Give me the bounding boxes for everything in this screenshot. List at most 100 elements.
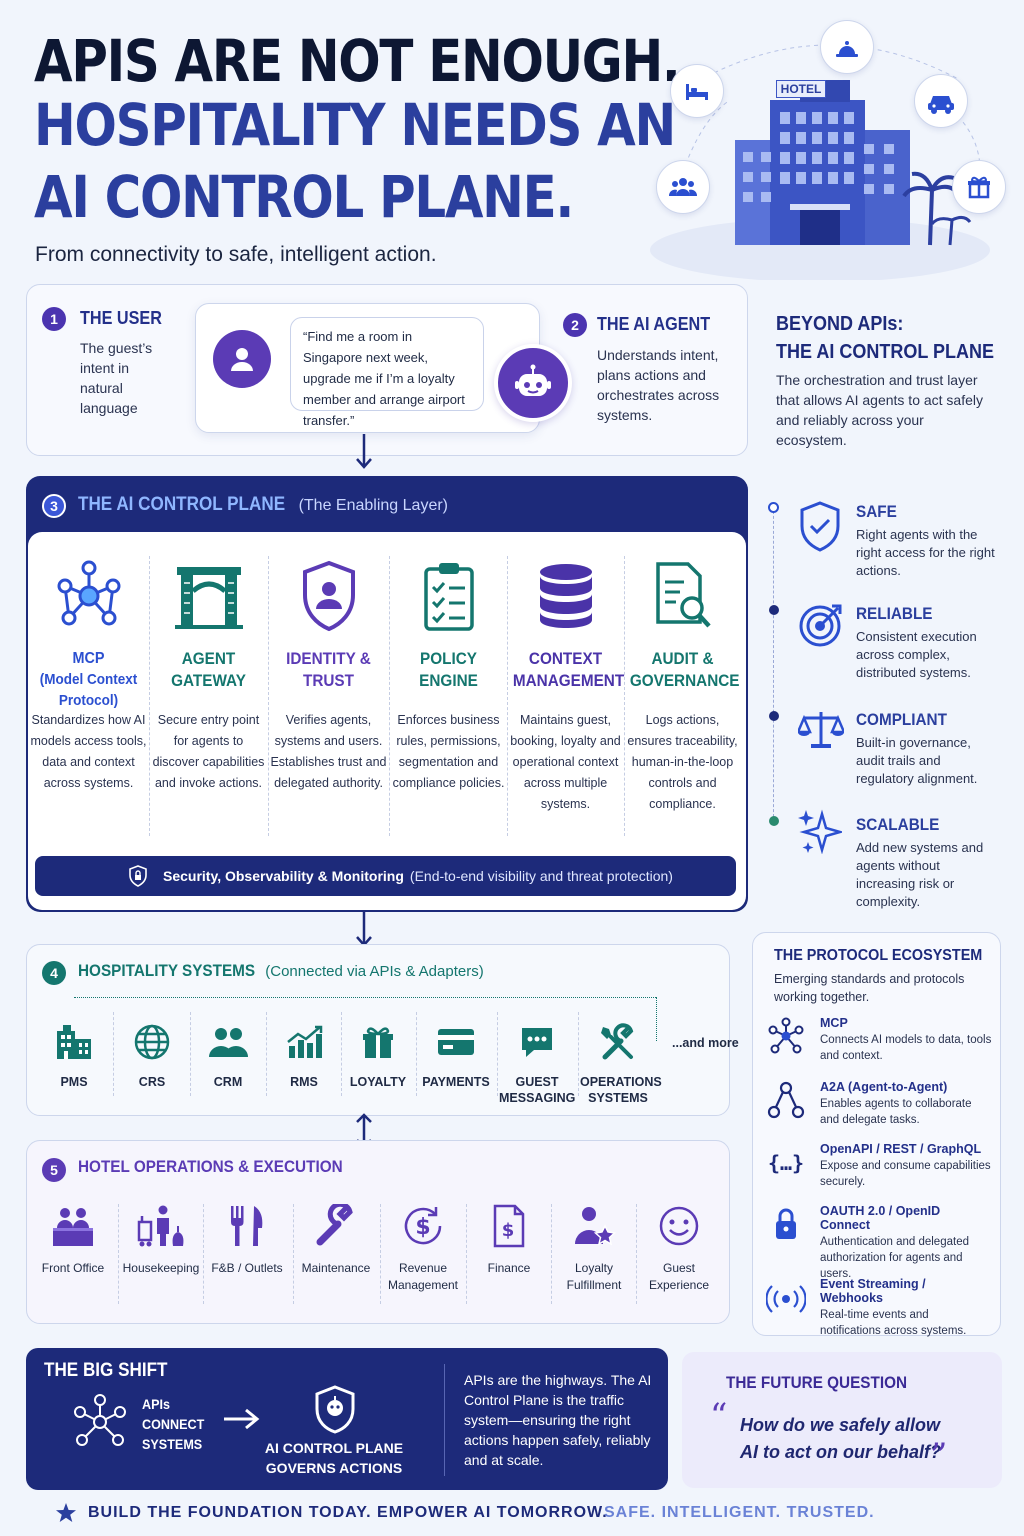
system-operations-label: OPERATIONS SYSTEMS [580, 1075, 662, 1105]
control-plane-heading: THE AI CONTROL PLANE (The Enabling Layer… [78, 494, 448, 516]
agent-title: THE AI AGENT [597, 314, 711, 334]
system-crm[interactable]: CRM [190, 1016, 266, 1090]
broadcast-icon [766, 1277, 806, 1317]
protocol-desc: Emerging standards and protocols working… [774, 972, 965, 1004]
op-housekeeping-label: Housekeeping [122, 1261, 200, 1275]
quality-scalable: SCALABLE Add new systems and agents with… [856, 815, 996, 911]
system-operations[interactable]: OPERATIONS SYSTEMS [580, 1016, 662, 1106]
system-guest-messaging[interactable]: GUEST MESSAGING [499, 1016, 575, 1106]
op-front-office[interactable]: Front Office [30, 1200, 116, 1277]
dollar-cycle-icon: $ [380, 1200, 466, 1252]
system-loyalty[interactable]: LOYALTY [340, 1016, 416, 1090]
headline-line2: HOSPITALITY NEEDS AN [34, 91, 676, 159]
op-revenue-label: Revenue Management [387, 1261, 459, 1292]
cp-identity-column: IDENTITY & TRUST Verifies agents, system… [270, 556, 387, 794]
api-network-icon [74, 1394, 126, 1446]
protocol-events-title: Event Streaming / Webhooks [820, 1277, 926, 1305]
timeline-dot-1 [768, 502, 779, 513]
big-shift-title: THE BIG SHIFT [44, 1360, 168, 1381]
step-3-badge: 3 [42, 494, 66, 518]
step-4-badge: 4 [42, 961, 66, 985]
quality-compliant-desc: Built-in governance, audit trails and re… [856, 735, 978, 786]
op-revenue[interactable]: $ Revenue Management [380, 1200, 466, 1294]
cp-policy-desc: Enforces business rules, permissions, se… [392, 713, 505, 790]
cp-gateway-title: AGENT GATEWAY [171, 649, 246, 690]
shift-right-text: AI CONTROL PLANE GOVERNS ACTIONS [254, 1438, 414, 1478]
cp-mcp-desc: Standardizes how AI models access tools,… [30, 713, 147, 790]
bell-icon [820, 20, 874, 74]
arrow-right-icon [224, 1408, 260, 1430]
system-payments-label: PAYMENTS [422, 1075, 490, 1089]
target-icon [798, 602, 844, 653]
future-panel [682, 1352, 1002, 1488]
headline-subtitle: From connectivity to safe, intelligent a… [35, 243, 437, 266]
protocol-title: THE PROTOCOL ECOSYSTEM [774, 947, 983, 964]
protocol-mcp-title: MCP [820, 1016, 848, 1030]
cp-audit-title: AUDIT & GOVERNANCE [629, 649, 740, 690]
control-plane-inner [28, 532, 746, 910]
arrow-down-icon [356, 434, 372, 469]
system-payments[interactable]: PAYMENTS [418, 1016, 494, 1090]
building-icon [36, 1016, 112, 1068]
card-icon [418, 1016, 494, 1068]
star-icon [56, 1503, 76, 1522]
system-crs[interactable]: CRS [114, 1016, 190, 1090]
operations-panel [26, 1140, 730, 1324]
protocol-a2a-title: A2A (Agent-to-Agent) [820, 1080, 948, 1094]
op-loyalty[interactable]: Loyalty Fulfillment [551, 1200, 637, 1294]
systems-bus-line [74, 997, 656, 998]
system-loyalty-label: LOYALTY [349, 1075, 407, 1089]
quality-safe: SAFE Right agents with the right access … [856, 502, 996, 580]
quality-reliable-title: RELIABLE [856, 604, 933, 623]
users-icon [190, 1016, 266, 1068]
protocol-panel [752, 932, 1001, 1336]
cp-gateway-column: AGENT GATEWAY Secure entry point for age… [150, 556, 267, 794]
op-housekeeping[interactable]: Housekeeping [118, 1200, 204, 1277]
quality-safe-title: SAFE [856, 502, 897, 521]
system-rms-label: RMS [290, 1075, 318, 1089]
cp-gateway-desc: Secure entry point for agents to discove… [152, 713, 265, 790]
braces-icon: {…} [766, 1142, 806, 1182]
op-finance[interactable]: $ Finance [466, 1200, 552, 1277]
svg-text:$: $ [415, 1215, 430, 1240]
protocol-oauth-desc: Authentication and delegated authorizati… [820, 1236, 969, 1280]
quality-compliant: COMPLIANT Built-in governance, audit tra… [856, 710, 1001, 788]
cp-context-desc: Maintains guest, booking, loyalty and op… [510, 713, 621, 811]
op-fnb[interactable]: F&B / Outlets [204, 1200, 290, 1277]
headline-line1: APIs ARE NOT ENOUGH. [34, 27, 681, 95]
shield-lock-icon [129, 865, 147, 887]
protocol-oauth-title: OAUTH 2.0 / OpenID Connect [820, 1204, 941, 1232]
quality-scalable-title: SCALABLE [856, 815, 940, 834]
network-small-icon [766, 1016, 806, 1056]
cp-audit-desc: Logs actions, ensures traceability, huma… [627, 713, 738, 811]
shift-divider [444, 1364, 445, 1476]
timeline-dot-2 [769, 605, 779, 615]
beyond-title-line2: THE AI CONTROL PLANE [776, 341, 995, 363]
op-maintenance[interactable]: Maintenance [293, 1200, 379, 1277]
shift-left-line3: SYSTEMS [142, 1436, 203, 1452]
footer-right: SAFE. INTELLIGENT. TRUSTED. [604, 1504, 875, 1521]
quality-compliant-title: COMPLIANT [856, 710, 947, 729]
sparkles-icon [798, 808, 845, 859]
system-pms[interactable]: PMS [36, 1016, 112, 1090]
security-bar: Security, Observability & Monitoring (En… [35, 856, 736, 896]
systems-title: HOSPITALITY SYSTEMS [78, 961, 256, 980]
system-rms[interactable]: RMS [266, 1016, 342, 1090]
systems-subtitle: (Connected via APIs & Adapters) [265, 963, 484, 980]
tools-icon [580, 1016, 656, 1068]
user-star-icon [551, 1200, 637, 1252]
shield-check-icon [798, 500, 842, 557]
agent-desc: Understands intent, plans actions and or… [597, 347, 720, 423]
car-icon [914, 74, 968, 128]
globe-icon [114, 1016, 190, 1068]
cp-policy-title: POLICY ENGINE [419, 649, 478, 690]
shift-right-line2: GOVERNS ACTIONS [265, 1460, 403, 1476]
quality-safe-desc: Right agents with the right access for t… [856, 527, 995, 578]
beyond-desc: The orchestration and trust layer that a… [776, 372, 984, 448]
systems-bus-end [656, 997, 657, 1041]
cp-mcp-title: MCP [72, 650, 105, 667]
guests-icon [656, 160, 710, 214]
user-quote: “Find me a room in Singapore next week, … [290, 317, 484, 428]
op-guest-experience[interactable]: Guest Experience [636, 1200, 722, 1294]
step-1-badge: 1 [42, 307, 66, 331]
